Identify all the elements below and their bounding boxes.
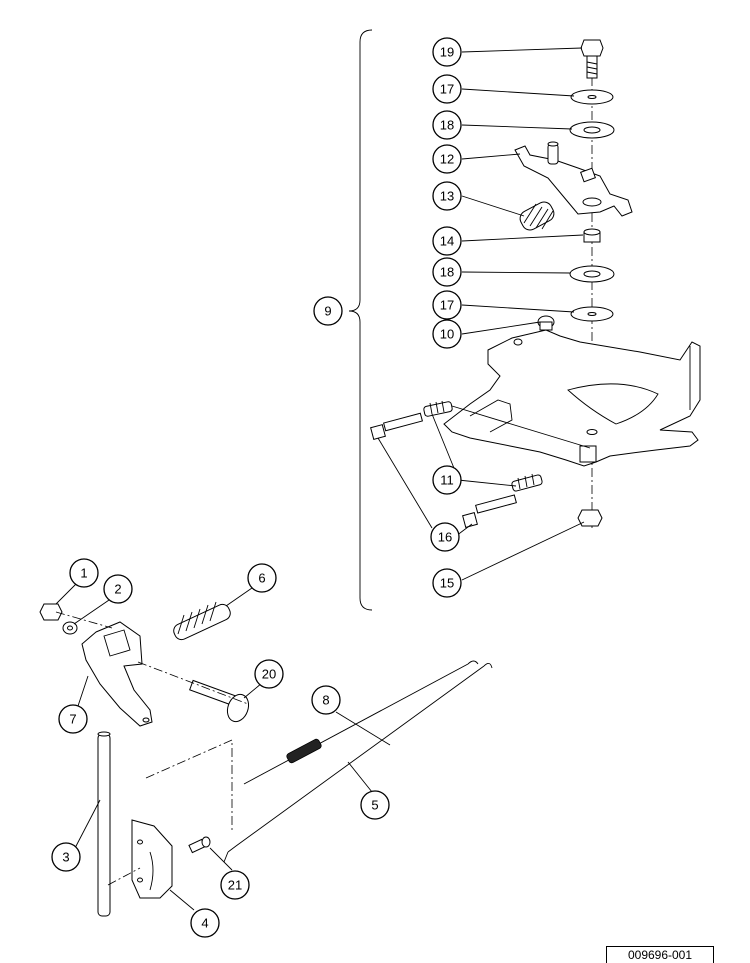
callout-3: 3	[51, 842, 81, 872]
svg-text:1: 1	[80, 566, 87, 581]
base-plate	[443, 329, 701, 467]
svg-text:16: 16	[438, 530, 452, 545]
svg-text:21: 21	[228, 878, 242, 893]
callout-17-upper: 17	[432, 74, 462, 104]
svg-text:7: 7	[69, 712, 76, 727]
svg-text:8: 8	[322, 693, 329, 708]
guide-line-2	[145, 739, 233, 830]
svg-text:4: 4	[201, 916, 208, 931]
callout-2: 2	[103, 574, 133, 604]
callout-14: 14	[432, 226, 462, 256]
spring-6	[173, 601, 231, 641]
callout-18-upper: 18	[432, 110, 462, 140]
washer-18-lower	[569, 265, 615, 283]
spring-11-lower	[511, 473, 543, 492]
svg-text:13: 13	[440, 189, 454, 204]
assembly-bracket	[348, 29, 373, 611]
callout-1: 1	[69, 558, 99, 588]
callout-11: 11	[432, 465, 462, 495]
callout-7: 7	[58, 704, 88, 734]
svg-text:12: 12	[440, 152, 454, 167]
svg-text:3: 3	[62, 850, 69, 865]
bracket-4	[131, 819, 173, 899]
spring-13	[519, 201, 555, 231]
callout-19: 19	[432, 37, 462, 67]
spring-rod	[451, 405, 591, 449]
svg-text:19: 19	[440, 45, 454, 60]
reference-number: 009696-001	[606, 946, 714, 963]
callout-8: 8	[311, 685, 341, 715]
callout-18-lower: 18	[432, 257, 462, 287]
washer-2	[62, 621, 78, 635]
callout-4: 4	[190, 908, 220, 938]
svg-text:15: 15	[440, 576, 454, 591]
spring-11-upper	[423, 400, 453, 417]
rod-5	[223, 663, 493, 863]
bolt-19	[580, 39, 604, 79]
callout-15: 15	[432, 568, 462, 598]
svg-text:9: 9	[324, 304, 331, 319]
svg-text:5: 5	[371, 798, 378, 813]
svg-text:2: 2	[114, 582, 121, 597]
svg-text:18: 18	[440, 265, 454, 280]
callout-12: 12	[432, 144, 462, 174]
screw-21	[188, 836, 211, 854]
svg-text:11: 11	[440, 473, 454, 488]
stud-10	[537, 315, 555, 331]
bushing-14	[583, 228, 601, 243]
pin-20	[189, 679, 250, 723]
guide-line-1	[137, 661, 249, 705]
svg-text:18: 18	[440, 118, 454, 133]
callout-13: 13	[432, 181, 462, 211]
svg-text:10: 10	[440, 327, 454, 342]
washer-17-upper	[570, 89, 614, 105]
svg-text:6: 6	[258, 571, 265, 586]
callout-21: 21	[220, 870, 250, 900]
nut-1	[39, 603, 63, 621]
washer-17-lower	[570, 306, 614, 322]
svg-text:17: 17	[440, 298, 454, 313]
leader-lines	[55, 47, 585, 911]
guide-line-4	[55, 611, 113, 629]
washer-18-upper	[569, 121, 615, 139]
callout-17-lower: 17	[432, 290, 462, 320]
callout-6: 6	[247, 563, 277, 593]
svg-text:14: 14	[440, 234, 454, 249]
callout-9: 9	[313, 296, 343, 326]
svg-text:20: 20	[262, 667, 276, 682]
callout-20: 20	[254, 659, 284, 689]
lever-arm-7	[81, 621, 153, 727]
shaft-3	[97, 731, 111, 917]
lever-12	[514, 141, 633, 217]
callout-10: 10	[432, 319, 462, 349]
callout-5: 5	[360, 790, 390, 820]
callout-16: 16	[430, 522, 460, 552]
screw-16-upper	[370, 412, 424, 440]
screw-16-lower	[462, 494, 517, 528]
guide-line-3	[107, 867, 141, 886]
svg-text:17: 17	[440, 82, 454, 97]
